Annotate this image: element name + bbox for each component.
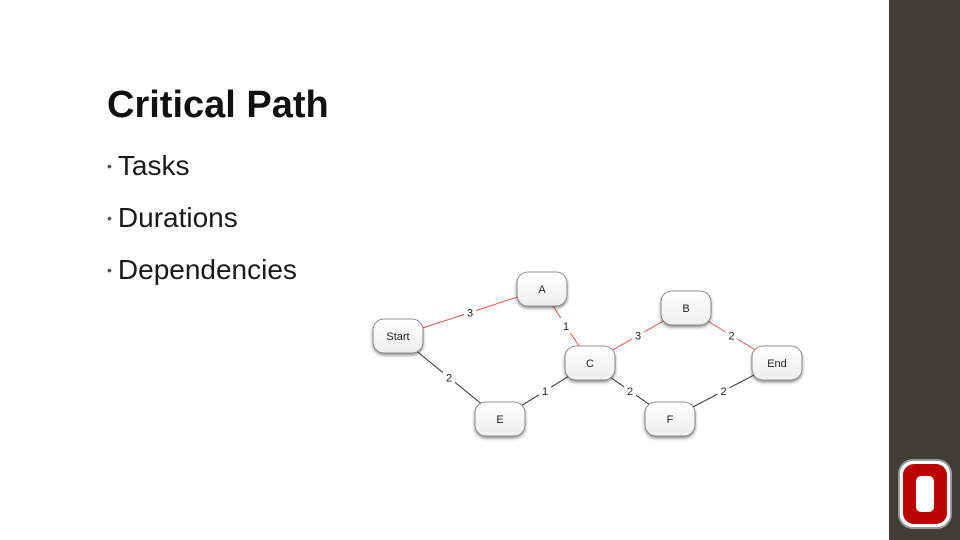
bullet-item-tasks: • Tasks: [107, 150, 297, 202]
node-label: E: [496, 414, 503, 426]
edge-label-bg: [464, 304, 476, 320]
edge-label-bg: [443, 369, 455, 385]
edge-weight-label: 2: [720, 386, 726, 398]
node-box: [644, 401, 696, 437]
bullet-text: Tasks: [117, 150, 190, 181]
node-a: A: [516, 271, 568, 307]
node-f: F: [644, 401, 696, 437]
edge-weight-label: 3: [635, 331, 641, 343]
edge-weight-label: 2: [446, 373, 452, 385]
node-end: End: [751, 345, 803, 381]
node-box: [516, 271, 568, 307]
edge-label-bg: [725, 327, 738, 343]
node-b: B: [660, 290, 712, 326]
node-start: Start: [372, 318, 424, 354]
bullet-text: Dependencies: [117, 254, 297, 285]
bullet-list: • Tasks • Durations • Dependencies: [107, 150, 297, 306]
edge-label-bg: [560, 318, 572, 333]
node-label: Start: [386, 331, 409, 343]
edge-weight-label: 2: [627, 386, 633, 398]
bullet-item-dependencies: • Dependencies: [107, 254, 297, 306]
edge-weight-label: 3: [467, 308, 473, 320]
bullet-item-durations: • Durations: [107, 202, 297, 254]
edge-label-bg: [632, 327, 644, 343]
edge-weight-label: 1: [563, 321, 569, 333]
bullet-dot-icon: •: [107, 158, 112, 174]
bullet-dot-icon: •: [107, 262, 112, 278]
edge-weight-label: 2: [728, 331, 734, 343]
node-box: [474, 401, 526, 437]
node-label: C: [586, 358, 594, 370]
node-box: [564, 345, 616, 381]
node-c: C: [564, 345, 616, 381]
edge-weight-label: 1: [542, 386, 548, 398]
node-e: E: [474, 401, 526, 437]
node-label: F: [667, 414, 674, 426]
node-label: A: [538, 284, 546, 296]
node-box: [660, 290, 712, 326]
bullet-dot-icon: •: [107, 210, 112, 226]
node-label: B: [682, 303, 689, 315]
sidebar-bar: [889, 0, 960, 540]
node-box: [751, 345, 803, 381]
edge-label-bg: [539, 383, 551, 398]
node-label: End: [767, 358, 787, 370]
slide-title: Critical Path: [107, 84, 329, 126]
node-box: [372, 318, 424, 354]
edge-label-bg: [717, 383, 730, 398]
edge-label-bg: [624, 383, 636, 398]
block-o-logo-icon: [898, 459, 952, 529]
bullet-text: Durations: [117, 202, 238, 233]
critical-path-diagram: 3 1 3 2 2 1 2 2 Start A B C E F End: [372, 271, 803, 437]
